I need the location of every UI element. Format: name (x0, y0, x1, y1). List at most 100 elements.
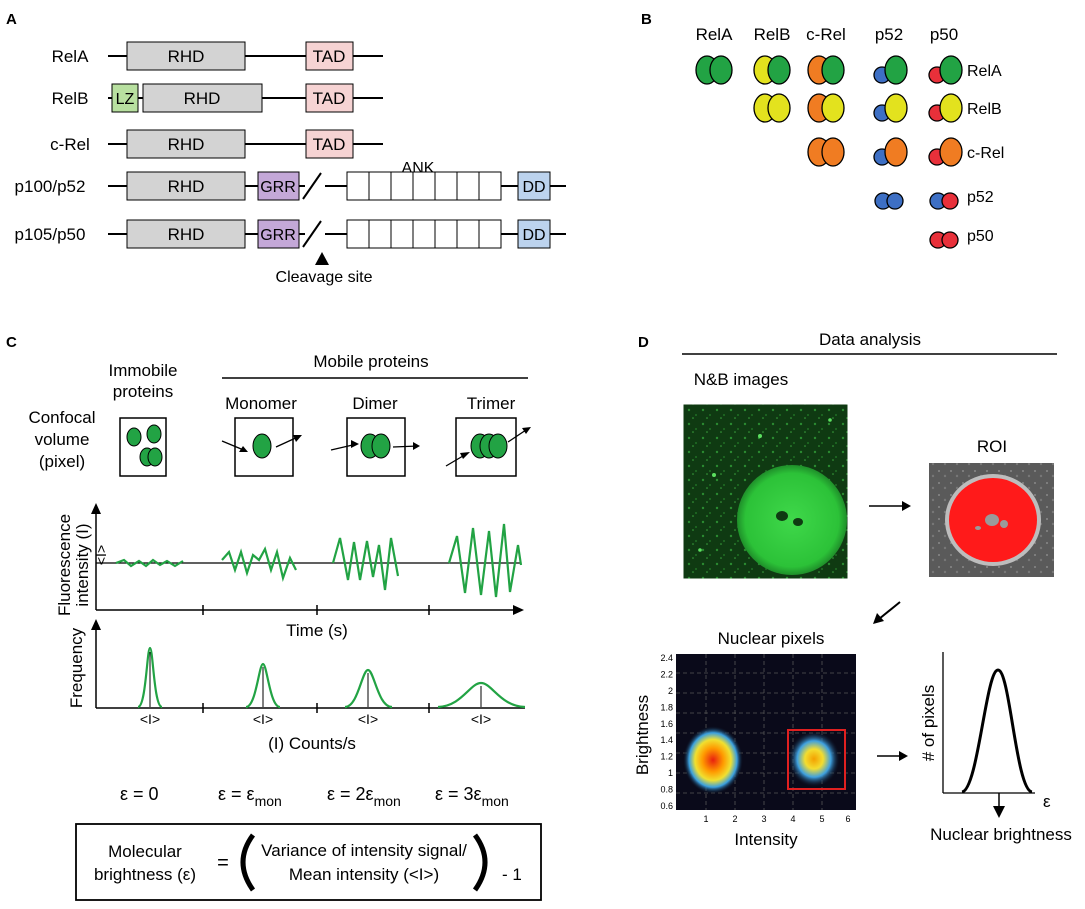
epsilon-label: ε = εmon (218, 784, 282, 809)
panel-c: C Mobile proteins Immobile proteins Conf… (6, 334, 542, 901)
dimer-column-headers: RelA RelB c-Rel p52 p50 (696, 25, 959, 44)
panel-b: B RelA RelB c-Rel p52 p50 RelA RelB c-Re… (641, 11, 1004, 249)
dimer-p50-relb (928, 93, 963, 123)
mobile-proteins-header: Mobile proteins (313, 352, 428, 371)
protein-name: RelB (52, 89, 89, 108)
subunit-rela (709, 55, 733, 85)
rhd-label: RHD (168, 225, 205, 244)
cleavage-arrow-icon (315, 252, 329, 265)
y-tick-label: 1 (668, 768, 673, 778)
formula-lhs: brightness (ε) (94, 865, 196, 884)
peak-dimer (344, 668, 393, 709)
y-tick-label: 1.4 (660, 735, 673, 745)
y-tick-label: 2.2 (660, 669, 673, 679)
protein-row-crel: c-Rel RHD TAD (50, 129, 383, 159)
confocal-box-dimer (330, 417, 420, 477)
panel-d-letter: D (638, 334, 649, 351)
panel-d: D Data analysis N&B images ROI (633, 330, 1072, 849)
y-tick-label: 2.4 (660, 653, 673, 663)
dimer-rela-rela (695, 55, 733, 85)
protein-row-relb: RelB LZ RHD TAD (52, 83, 383, 113)
epsilon-main: ε = 2ε (327, 784, 374, 804)
nb-scatter-plot (676, 654, 856, 810)
rhd-domain (126, 129, 246, 159)
epsilon-main: ε = 3ε (435, 784, 482, 804)
epsilon-main: ε = ε (218, 784, 255, 804)
epsilon-sub: mon (482, 793, 509, 809)
epsilon-label: ε = 2εmon (327, 784, 401, 809)
x-tick-label: 6 (845, 814, 850, 824)
dimer-relb-rela (753, 55, 791, 85)
grr-label: GRR (260, 227, 296, 244)
subunit-rela (884, 55, 908, 85)
time-xlabel: Time (s) (286, 621, 348, 640)
dimer-c-rel-rela (807, 55, 845, 85)
dimer-p52-relb (873, 93, 908, 123)
dimer-p50-c-rel (928, 137, 963, 167)
peak-monomer (245, 662, 281, 709)
ank-repeats (346, 219, 502, 249)
epsilon-sub: mon (255, 793, 282, 809)
lz-domain (111, 83, 139, 113)
hist-xlabel: ε (1043, 792, 1051, 811)
intensity-ylabel: intensity (I) (73, 523, 92, 606)
formula-lhs: Molecular (108, 842, 182, 861)
dimer-p52-rela (873, 55, 908, 85)
subunit-relb (821, 93, 845, 123)
row-label: RelB (967, 101, 1002, 118)
rhd-label: RHD (184, 89, 221, 108)
dimer-c-rel-c-rel (807, 137, 845, 167)
lz-label: LZ (116, 91, 135, 108)
state-label: Monomer (225, 394, 297, 413)
tad-label: TAD (313, 47, 346, 66)
arrow-right-icon (899, 751, 908, 761)
y-tick-label: 0.6 (660, 801, 673, 811)
immobile-label: proteins (113, 382, 173, 401)
panel-a: A RelA RHD TAD RelB LZ RHD TAD c-Rel RHD (6, 11, 566, 286)
counts-xlabel: (I) Counts/s (268, 734, 356, 753)
row-label: p52 (967, 189, 994, 206)
subunit-relb (767, 93, 791, 123)
arrow-right-icon (902, 501, 911, 511)
break-mark (302, 172, 322, 200)
trace-dimer (331, 537, 400, 591)
dd-label: DD (522, 227, 545, 244)
brightness-ylabel: Brightness (633, 695, 652, 775)
x-tick-label: 5 (819, 814, 824, 824)
rhd-domain (142, 83, 263, 113)
formula-equals: = (217, 852, 229, 874)
protein-row-p100: p100/p52 RHD GRR DD (15, 171, 566, 201)
left-paren (240, 833, 256, 892)
roi-label: ROI (977, 437, 1007, 456)
dd-domain (517, 219, 551, 249)
grr-domain (257, 219, 300, 249)
nuclear-pixels-label: Nuclear pixels (718, 629, 825, 648)
subunit-c-rel (884, 137, 908, 167)
peak-label: <I> (140, 711, 160, 727)
brightness-histogram (942, 652, 1035, 818)
grr-label: GRR (260, 179, 296, 196)
y-tick-label: 0.8 (660, 785, 673, 795)
right-paren (472, 833, 488, 892)
arrow-down-left-icon (873, 613, 884, 624)
column-header: RelA (696, 25, 734, 44)
x-tick-label: 2 (732, 814, 737, 824)
immobile-label: Immobile (109, 361, 178, 380)
ank-repeats (346, 171, 502, 201)
subunit-relb (884, 93, 908, 123)
dimer-row-labels: RelA RelB c-Rel p52 p50 (967, 63, 1004, 245)
grr-domain (257, 171, 300, 201)
dimer-c-rel-relb (807, 93, 845, 123)
state-label: Dimer (352, 394, 398, 413)
tad-label: TAD (313, 135, 346, 154)
x-tick-label: 4 (790, 814, 795, 824)
y-tick-label: 2 (668, 686, 673, 696)
row-label: RelA (967, 63, 1002, 80)
peak-centerlines (149, 652, 482, 707)
dd-label: DD (522, 179, 545, 196)
flow-arrow (878, 601, 901, 620)
dimer-p50-p52 (929, 192, 959, 210)
mean-intensity-marker: <I> (93, 545, 109, 565)
cleavage-label: Cleavage site (276, 269, 373, 286)
protein-name: p105/p50 (15, 225, 86, 244)
